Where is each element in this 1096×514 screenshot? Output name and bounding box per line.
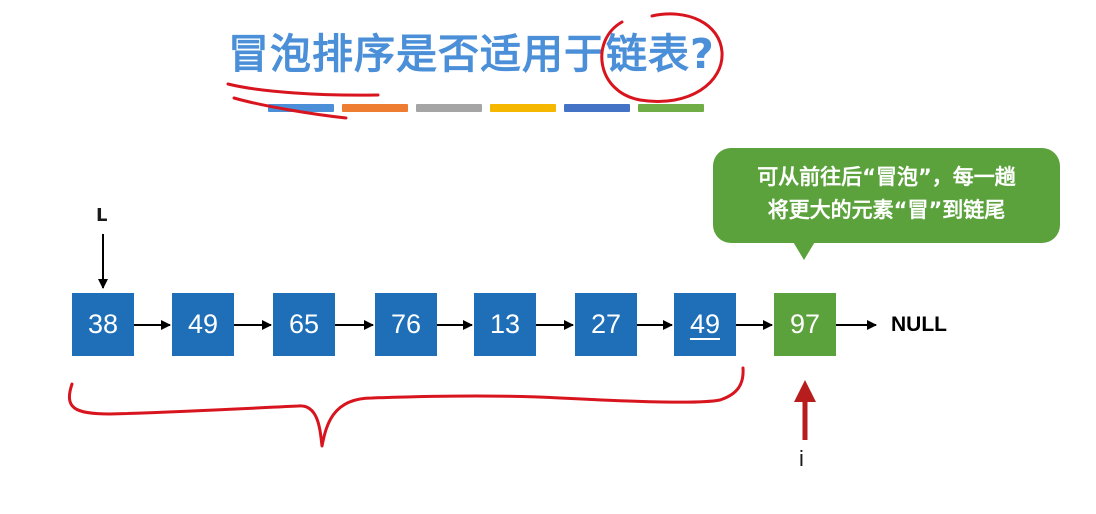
circle-scribble — [600, 12, 724, 103]
node-value: 13 — [489, 309, 521, 339]
node-value: 27 — [590, 309, 622, 339]
null-label: NULL — [891, 313, 947, 336]
list-node-8-sorted: 97 — [774, 293, 836, 356]
slide-title: 冒泡排序是否适用于链表? — [228, 30, 715, 78]
list-node-1: 38 — [72, 293, 134, 356]
title-color-stripes — [268, 104, 704, 112]
list-node-7: 49 — [674, 293, 736, 356]
node-value: 49 — [689, 309, 721, 339]
callout-line-1: 可从前往后“冒泡”，每一趟 — [757, 165, 1016, 189]
underline-scribble-1 — [226, 82, 380, 97]
stripe-yellow — [490, 104, 556, 112]
pointer-i-arrow — [794, 380, 816, 440]
callout-tail — [792, 240, 816, 260]
underline-scribble-2 — [232, 96, 348, 120]
stripe-blue — [268, 104, 334, 112]
pointer-i-label: i — [799, 446, 804, 471]
node-value: 65 — [288, 309, 320, 339]
brace-scribble — [67, 366, 745, 448]
list-node-2: 49 — [172, 293, 234, 356]
node-value: 38 — [87, 309, 119, 339]
stripe-dark-blue — [564, 104, 630, 112]
callout-box: 可从前往后“冒泡”，每一趟 将更大的元素“冒”到链尾 — [713, 148, 1060, 243]
node-value: 49 — [187, 309, 219, 339]
stripe-gray — [416, 104, 482, 112]
stripe-orange — [342, 104, 408, 112]
list-node-6: 27 — [575, 293, 637, 356]
node-value: 97 — [789, 309, 821, 339]
stripe-green — [638, 104, 704, 112]
list-head-label: L — [96, 205, 108, 226]
list-node-3: 65 — [273, 293, 335, 356]
list-node-4: 76 — [375, 293, 437, 356]
callout-line-2: 将更大的元素“冒”到链尾 — [767, 198, 1006, 222]
hand-drawn-annotations — [67, 12, 745, 448]
node-value: 76 — [390, 309, 422, 339]
list-node-5: 13 — [474, 293, 536, 356]
